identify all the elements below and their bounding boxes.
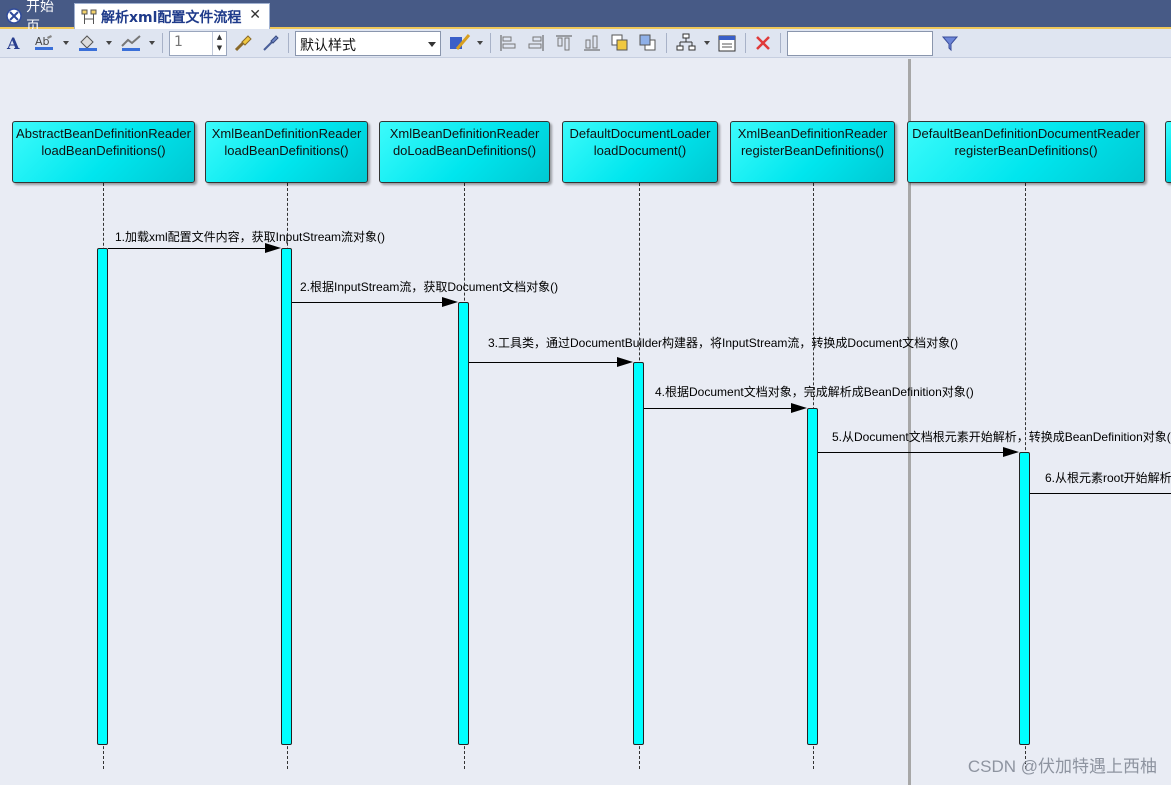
apply-style-icon[interactable]: [448, 32, 472, 54]
object-default-document-loader[interactable]: DefaultDocumentLoader loadDocument(): [562, 121, 718, 183]
object-class-name: AbstractBeanDefinitionReader: [16, 126, 191, 141]
tab-sequence-diagram-label: 解析xml配置文件流程: [101, 9, 242, 26]
text-color-icon[interactable]: Ab: [32, 32, 56, 54]
object-class-name: XmlBeanDefinitionReader: [211, 126, 362, 141]
message-line[interactable]: [108, 248, 274, 249]
font-icon[interactable]: A: [4, 32, 24, 54]
message-line[interactable]: [644, 408, 800, 409]
close-tab-icon[interactable]: ✕: [249, 7, 261, 23]
svg-text:Ab: Ab: [35, 35, 50, 48]
sequence-diagram-canvas[interactable]: AbstractBeanDefinitionReader loadBeanDef…: [0, 59, 1171, 785]
align-left-icon[interactable]: [497, 32, 519, 54]
text-color-dropdown-icon[interactable]: [63, 41, 69, 45]
message-label: 4.根据Document文档对象，完成解析成BeanDefinition对象(): [655, 385, 974, 399]
message-arrowhead: [617, 357, 633, 367]
object-method-name: loadBeanDefinitions(): [224, 143, 349, 158]
toolbar-separator: [745, 33, 746, 53]
watermark-text: CSDN @伏加特遇上西柚: [967, 757, 1157, 776]
object-method-name: doLoadBeanDefinitions(): [392, 143, 537, 158]
object-method-name: registerBeanDefinitions(): [740, 143, 885, 158]
message-line[interactable]: [292, 302, 451, 303]
line-width-value: 1: [174, 34, 183, 50]
apply-style-dropdown-icon[interactable]: [477, 41, 483, 45]
diagram-icon: [81, 9, 97, 25]
tab-start-page[interactable]: 开始页: [0, 0, 72, 35]
chevron-down-icon: [428, 42, 436, 47]
line-width-spinner[interactable]: 1 ▲▼: [169, 31, 227, 56]
message-label: 6.从根元素root开始解析: [1045, 471, 1171, 485]
object-method-name: registerBeanDefinitions(): [954, 143, 1098, 158]
message-line[interactable]: [818, 452, 1012, 453]
toolbar-separator: [490, 33, 491, 53]
filter-input[interactable]: [787, 31, 933, 56]
delete-icon[interactable]: [752, 32, 774, 54]
line-color-dropdown-icon[interactable]: [149, 41, 155, 45]
start-page-icon: [6, 8, 22, 24]
send-to-back-icon[interactable]: [637, 32, 659, 54]
toolbar-separator: [288, 33, 289, 53]
toolbar-separator: [162, 33, 163, 53]
object-class-name: DefaultBeanDefinitionDocumentReader: [912, 126, 1140, 141]
bring-to-front-icon[interactable]: [609, 32, 631, 54]
object-method-name: loadDocument(): [593, 143, 687, 158]
layout-dropdown-icon[interactable]: [704, 41, 710, 45]
object-abstract-bean-definition-reader[interactable]: AbstractBeanDefinitionReader loadBeanDef…: [12, 121, 195, 183]
message-line[interactable]: [1030, 493, 1171, 494]
object-partial-offscreen[interactable]: [1165, 121, 1171, 183]
eyedropper-icon[interactable]: [260, 32, 282, 54]
message-arrowhead: [1003, 447, 1019, 457]
align-right-icon[interactable]: [525, 32, 547, 54]
fill-color-dropdown-icon[interactable]: [106, 41, 112, 45]
object-xml-bean-definition-reader-doload[interactable]: XmlBeanDefinitionReader doLoadBeanDefini…: [379, 121, 550, 183]
filter-icon[interactable]: [939, 32, 961, 54]
diagram-toolbar: A Ab 1 ▲▼ 默认样式: [0, 29, 1171, 58]
object-class-name: XmlBeanDefinitionReader: [737, 126, 888, 141]
layout-diagram-icon[interactable]: [674, 32, 698, 54]
object-xml-bean-definition-reader-load[interactable]: XmlBeanDefinitionReader loadBeanDefiniti…: [205, 121, 368, 183]
fill-color-icon[interactable]: [76, 32, 100, 54]
message-arrowhead: [791, 403, 807, 413]
message-arrowhead: [265, 243, 281, 253]
object-method-name: loadBeanDefinitions(): [41, 143, 166, 158]
svg-text:A: A: [6, 34, 20, 52]
object-default-bean-definition-document-reader[interactable]: DefaultBeanDefinitionDocumentReader regi…: [907, 121, 1145, 183]
diagram-style-value: 默认样式: [300, 38, 356, 54]
align-top-icon[interactable]: [553, 32, 575, 54]
activation-bar[interactable]: [807, 408, 818, 745]
line-color-icon[interactable]: [119, 32, 143, 54]
activation-bar[interactable]: [281, 248, 292, 745]
format-painter-icon[interactable]: [232, 32, 254, 54]
align-bottom-icon[interactable]: [581, 32, 603, 54]
message-arrowhead: [442, 297, 458, 307]
page-break-line: [908, 59, 911, 785]
message-line[interactable]: [469, 362, 626, 363]
object-class-name: XmlBeanDefinitionReader: [389, 126, 540, 141]
message-label: 3.工具类，通过DocumentBuilder构建器，将InputStream流…: [488, 336, 959, 350]
activation-bar[interactable]: [97, 248, 108, 745]
document-tab-bar: 开始页 解析xml配置文件流程 ✕: [0, 0, 1171, 35]
diagram-style-select[interactable]: 默认样式: [295, 31, 441, 56]
object-xml-bean-definition-reader-register[interactable]: XmlBeanDefinitionReader registerBeanDefi…: [730, 121, 895, 183]
spinner-buttons[interactable]: ▲▼: [212, 32, 226, 55]
activation-bar[interactable]: [1019, 452, 1030, 745]
message-label: 2.根据InputStream流，获取Document文档对象(): [300, 280, 559, 294]
object-class-name: DefaultDocumentLoader: [569, 126, 711, 141]
diagram-properties-icon[interactable]: [716, 32, 738, 54]
tab-sequence-diagram[interactable]: 解析xml配置文件流程 ✕: [74, 3, 270, 29]
message-label: 1.加载xml配置文件内容，获取InputStream流对象(): [115, 230, 386, 244]
toolbar-separator: [780, 33, 781, 53]
message-label: 5.从Document文档根元素开始解析，转换成BeanDefinition对象…: [832, 430, 1171, 444]
toolbar-separator: [666, 33, 667, 53]
activation-bar[interactable]: [633, 362, 644, 745]
activation-bar[interactable]: [458, 302, 469, 745]
